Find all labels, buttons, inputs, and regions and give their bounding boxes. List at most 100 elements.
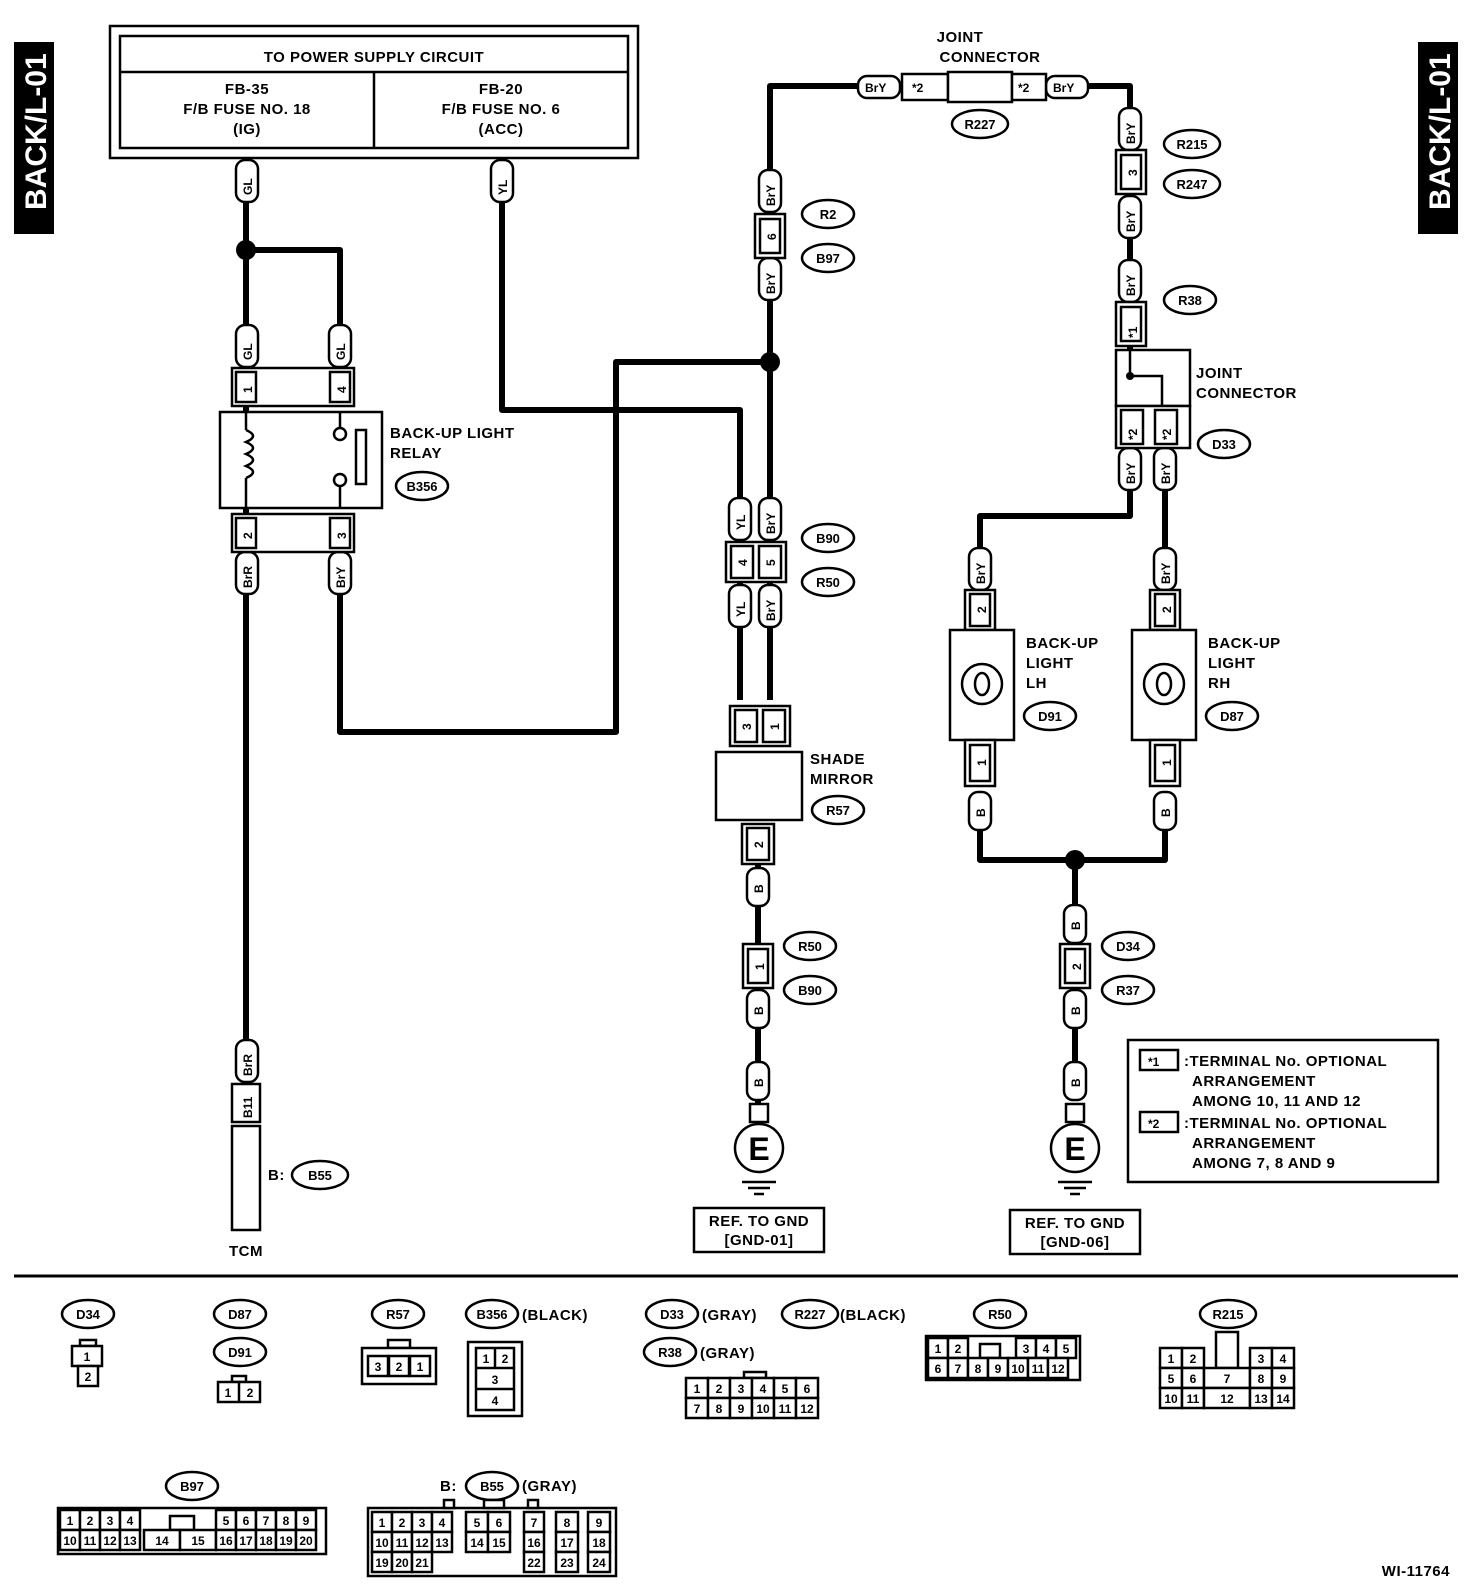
svg-text:REF. TO GND: REF. TO GND xyxy=(1025,1215,1125,1232)
tag-bry-5: BrY xyxy=(757,583,783,629)
backup-light-lh: 2 1 BACK-UP LIGHT LH D91 xyxy=(948,588,1098,788)
svg-text:2: 2 xyxy=(396,1360,403,1374)
pin-number: 19 xyxy=(279,1534,293,1548)
pin-number: 18 xyxy=(592,1536,606,1550)
svg-text:B97: B97 xyxy=(816,251,840,266)
pin-number: 12 xyxy=(1220,1392,1234,1406)
svg-text:*1: *1 xyxy=(1126,326,1140,338)
pin-number: 12 xyxy=(1051,1362,1065,1376)
svg-text:BACK-UP: BACK-UP xyxy=(1208,635,1281,652)
pin-cell xyxy=(168,1514,196,1532)
tag-bry-3: BrY xyxy=(757,256,783,302)
pin-number: 7 xyxy=(531,1516,538,1530)
svg-text:2: 2 xyxy=(975,606,989,613)
pin-number: 7 xyxy=(1224,1372,1231,1386)
svg-text:B55: B55 xyxy=(480,1479,504,1494)
pin-number: 10 xyxy=(1011,1362,1025,1376)
pin-cell xyxy=(430,1530,454,1554)
pin-number: 24 xyxy=(592,1556,606,1570)
pin-number: 2 xyxy=(716,1382,723,1396)
svg-text:CONNECTOR: CONNECTOR xyxy=(940,49,1041,66)
svg-text:B:: B: xyxy=(268,1167,285,1184)
svg-text:6: 6 xyxy=(765,233,779,240)
pin-number: 10 xyxy=(1164,1392,1178,1406)
pin-number: 1 xyxy=(1168,1352,1175,1366)
svg-text:RH: RH xyxy=(1208,675,1231,692)
connector-view-d87-d91: D87 D91 1 2 xyxy=(212,1298,268,1404)
connector-view-b356: B356 (BLACK) 1 2 3 4 xyxy=(464,1298,587,1418)
pin-number: 6 xyxy=(804,1382,811,1396)
svg-text:R215: R215 xyxy=(1212,1307,1243,1322)
svg-text:1: 1 xyxy=(84,1350,91,1364)
svg-text:BrR: BrR xyxy=(241,1054,255,1076)
pin-number: 4 xyxy=(1043,1342,1050,1356)
pin-number: 11 xyxy=(396,1536,409,1550)
svg-text:4: 4 xyxy=(492,1394,499,1408)
svg-text:*2: *2 xyxy=(1018,81,1030,95)
tag-brr-2: BrR xyxy=(234,1038,260,1084)
svg-text:2: 2 xyxy=(502,1352,509,1366)
pin-cell xyxy=(586,1550,612,1574)
svg-text:(GRAY): (GRAY) xyxy=(522,1478,577,1495)
svg-text:D87: D87 xyxy=(228,1307,252,1322)
svg-text:5: 5 xyxy=(764,559,778,566)
tag-bry-10: BrY xyxy=(1152,446,1178,492)
pin-number: 4 xyxy=(1280,1352,1287,1366)
connector-b90-r50-upper: 4 5 B90 R50 xyxy=(724,522,856,598)
tag-b-1: B xyxy=(745,866,771,908)
svg-text:3: 3 xyxy=(492,1373,499,1387)
pin-number: 17 xyxy=(560,1536,574,1550)
pin-number: 10 xyxy=(63,1534,77,1548)
svg-text:R227: R227 xyxy=(794,1307,825,1322)
svg-text:B: B xyxy=(1069,1078,1083,1087)
pin-cell xyxy=(410,1550,434,1574)
backup-light-rh: 2 1 BACK-UP LIGHT RH D87 xyxy=(1130,588,1281,788)
svg-text:[GND-06]: [GND-06] xyxy=(1040,1234,1109,1251)
pin-number: 13 xyxy=(123,1534,137,1548)
pin-number: 9 xyxy=(1280,1372,1287,1386)
svg-text:B90: B90 xyxy=(798,983,822,998)
svg-text:3: 3 xyxy=(335,532,349,539)
svg-text:1: 1 xyxy=(225,1386,232,1400)
pin-number: 11 xyxy=(1187,1392,1200,1406)
connector-d34-r37: 2 D34 R37 xyxy=(1058,930,1156,1006)
pin-cell xyxy=(1214,1330,1240,1370)
svg-text:[GND-01]: [GND-01] xyxy=(724,1232,793,1249)
pin-number: 22 xyxy=(527,1556,541,1570)
svg-text:BrY: BrY xyxy=(1124,211,1138,232)
pin-number: 9 xyxy=(303,1514,310,1528)
tag-bry-4: BrY xyxy=(757,496,783,542)
legend: *1 :TERMINAL No. OPTIONAL ARRANGEMENT AM… xyxy=(1126,1038,1440,1184)
pin-number: 21 xyxy=(415,1556,429,1570)
svg-text:JOINT: JOINT xyxy=(937,29,984,46)
svg-text:D33: D33 xyxy=(660,1307,684,1322)
svg-text:*2: *2 xyxy=(912,81,924,95)
svg-text:R50: R50 xyxy=(798,939,822,954)
svg-text:BrY: BrY xyxy=(1124,275,1138,296)
svg-text:(ACC): (ACC) xyxy=(479,121,524,138)
svg-text::TERMINAL No. OPTIONAL: :TERMINAL No. OPTIONAL xyxy=(1184,1053,1387,1070)
svg-text:*1: *1 xyxy=(1148,1055,1160,1069)
svg-text:B: B xyxy=(752,884,766,893)
tag-b-3: B xyxy=(745,1060,771,1102)
pin-cell xyxy=(554,1550,580,1574)
svg-text:2: 2 xyxy=(1070,963,1084,970)
svg-text:R37: R37 xyxy=(1116,983,1140,998)
svg-text:LIGHT: LIGHT xyxy=(1026,655,1074,672)
svg-text:R57: R57 xyxy=(386,1307,410,1322)
svg-text:AMONG 10, 11 AND 12: AMONG 10, 11 AND 12 xyxy=(1192,1093,1361,1110)
svg-text:4: 4 xyxy=(335,386,349,393)
tag-gl-3: GL xyxy=(327,323,353,369)
pin-number: 8 xyxy=(564,1516,571,1530)
pin-number: 5 xyxy=(1063,1342,1070,1356)
svg-text:3: 3 xyxy=(375,1360,382,1374)
svg-text:BrY: BrY xyxy=(764,273,778,294)
tag-yl-1: YL xyxy=(489,158,515,204)
svg-text:BACK/L-01: BACK/L-01 xyxy=(20,53,53,210)
backup-light-relay: 1 4 2 3 BACK-UP LIGHT RELAY B356 xyxy=(218,366,514,554)
pin-cell xyxy=(1270,1386,1296,1410)
svg-text:TCM: TCM xyxy=(229,1243,263,1260)
svg-text:R38: R38 xyxy=(1178,293,1202,308)
